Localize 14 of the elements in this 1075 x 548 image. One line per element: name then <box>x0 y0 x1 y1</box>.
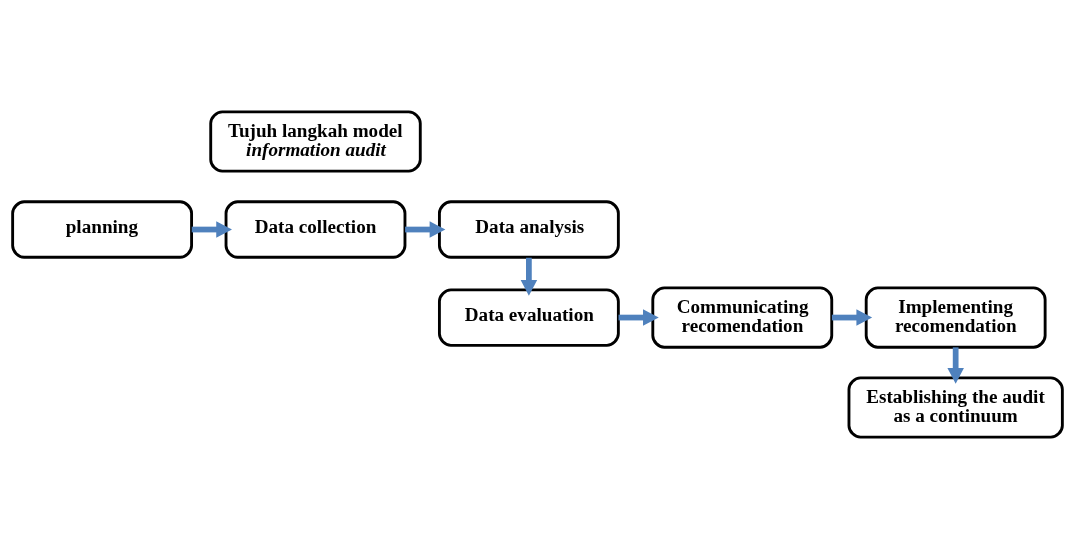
node-box: Tujuh langkah model information audit <box>209 109 422 173</box>
node-box: Data analysis <box>438 199 620 259</box>
node-box: Implementing recomendation <box>864 285 1047 349</box>
node-box: Data collection <box>224 199 407 259</box>
arrow <box>405 220 446 238</box>
arrow <box>191 220 232 238</box>
arrow <box>618 308 659 326</box>
arrow <box>831 308 873 326</box>
arrow <box>520 257 538 296</box>
node-box: Establishing the audit as a continuum <box>847 375 1064 439</box>
node-box: Data evaluation <box>438 287 620 347</box>
arrow <box>947 346 964 384</box>
node-box: Communicating recomendation <box>651 285 834 349</box>
node-box: planning <box>11 199 193 259</box>
